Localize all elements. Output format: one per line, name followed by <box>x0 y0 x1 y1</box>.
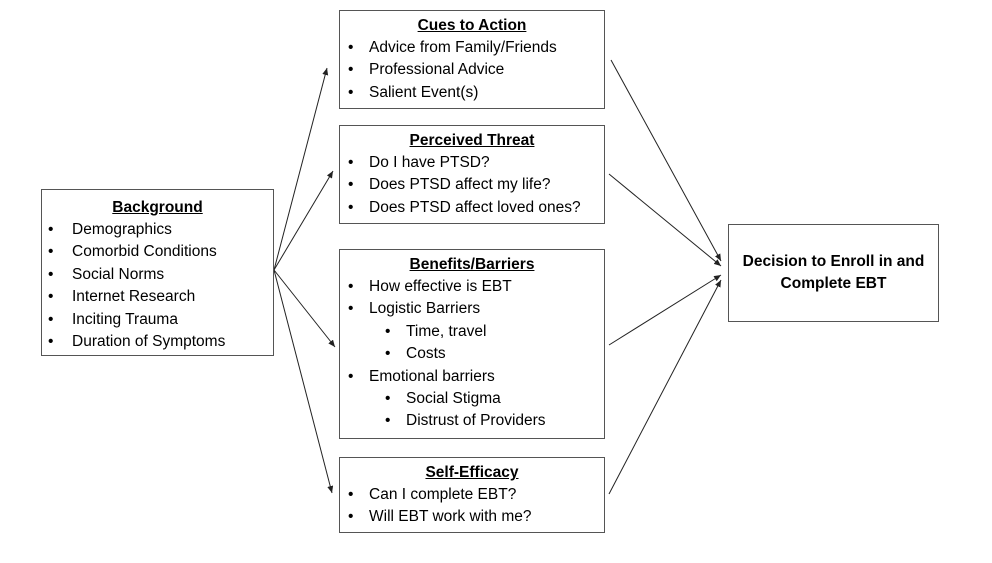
self-efficacy-box: Self-Efficacy Can I complete EBT? Will E… <box>339 457 605 533</box>
arrow-efficacy-to-decision <box>608 279 722 495</box>
arrow-background-to-efficacy <box>273 269 334 494</box>
arrow-background-to-cues <box>273 67 329 271</box>
list-item: Salient Event(s) <box>340 82 604 105</box>
efficacy-list: Can I complete EBT? Will EBT work with m… <box>340 484 604 529</box>
cues-title: Cues to Action <box>417 17 527 34</box>
list-item: Does PTSD affect loved ones? <box>340 197 604 220</box>
list-item: Emotional barriers <box>340 366 604 389</box>
list-item: Professional Advice <box>340 59 604 82</box>
benefits-barriers-box: Benefits/Barriers How effective is EBT L… <box>339 249 605 439</box>
list-item: Will EBT work with me? <box>340 506 604 529</box>
list-item: Social Norms <box>42 264 273 287</box>
perceived-threat-box: Perceived Threat Do I have PTSD? Does PT… <box>339 125 605 224</box>
benefits-title: Benefits/Barriers <box>409 256 535 273</box>
decision-line-1: Decision to Enroll in and <box>742 253 925 270</box>
efficacy-title: Self-Efficacy <box>425 464 519 481</box>
decision-line-2: Complete EBT <box>780 275 887 292</box>
background-list: Demographics Comorbid Conditions Social … <box>42 219 273 354</box>
list-item: Comorbid Conditions <box>42 241 273 264</box>
cues-list: Advice from Family/Friends Professional … <box>340 37 604 105</box>
list-item: Duration of Symptoms <box>42 331 273 354</box>
sub-list-item: Time, travel <box>340 321 604 344</box>
threat-list: Do I have PTSD? Does PTSD affect my life… <box>340 152 604 220</box>
arrow-cues-to-decision <box>610 59 722 262</box>
arrow-background-to-threat <box>273 170 334 271</box>
list-item: Can I complete EBT? <box>340 484 604 507</box>
list-item: Does PTSD affect my life? <box>340 174 604 197</box>
background-box: Background Demographics Comorbid Conditi… <box>41 189 274 356</box>
arrow-background-to-benefits <box>273 269 336 348</box>
arrow-benefits-to-decision <box>608 274 722 346</box>
list-item: Do I have PTSD? <box>340 152 604 175</box>
background-title: Background <box>112 199 203 216</box>
list-item: Advice from Family/Friends <box>340 37 604 60</box>
sub-list-item: Social Stigma <box>340 388 604 411</box>
list-item: Internet Research <box>42 286 273 309</box>
list-item: Demographics <box>42 219 273 242</box>
list-item: Logistic Barriers <box>340 298 604 321</box>
list-item: How effective is EBT <box>340 276 604 299</box>
sub-list-item: Costs <box>340 343 604 366</box>
decision-box: Decision to Enroll in and Complete EBT <box>728 224 939 322</box>
cues-to-action-box: Cues to Action Advice from Family/Friend… <box>339 10 605 109</box>
threat-title: Perceived Threat <box>409 132 535 149</box>
list-item: Inciting Trauma <box>42 309 273 332</box>
decision-text: Decision to Enroll in and Complete EBT <box>743 251 925 295</box>
arrow-threat-to-decision <box>608 173 722 267</box>
sub-list-item: Distrust of Providers <box>340 410 604 433</box>
benefits-list: How effective is EBT Logistic Barriers T… <box>340 276 604 433</box>
